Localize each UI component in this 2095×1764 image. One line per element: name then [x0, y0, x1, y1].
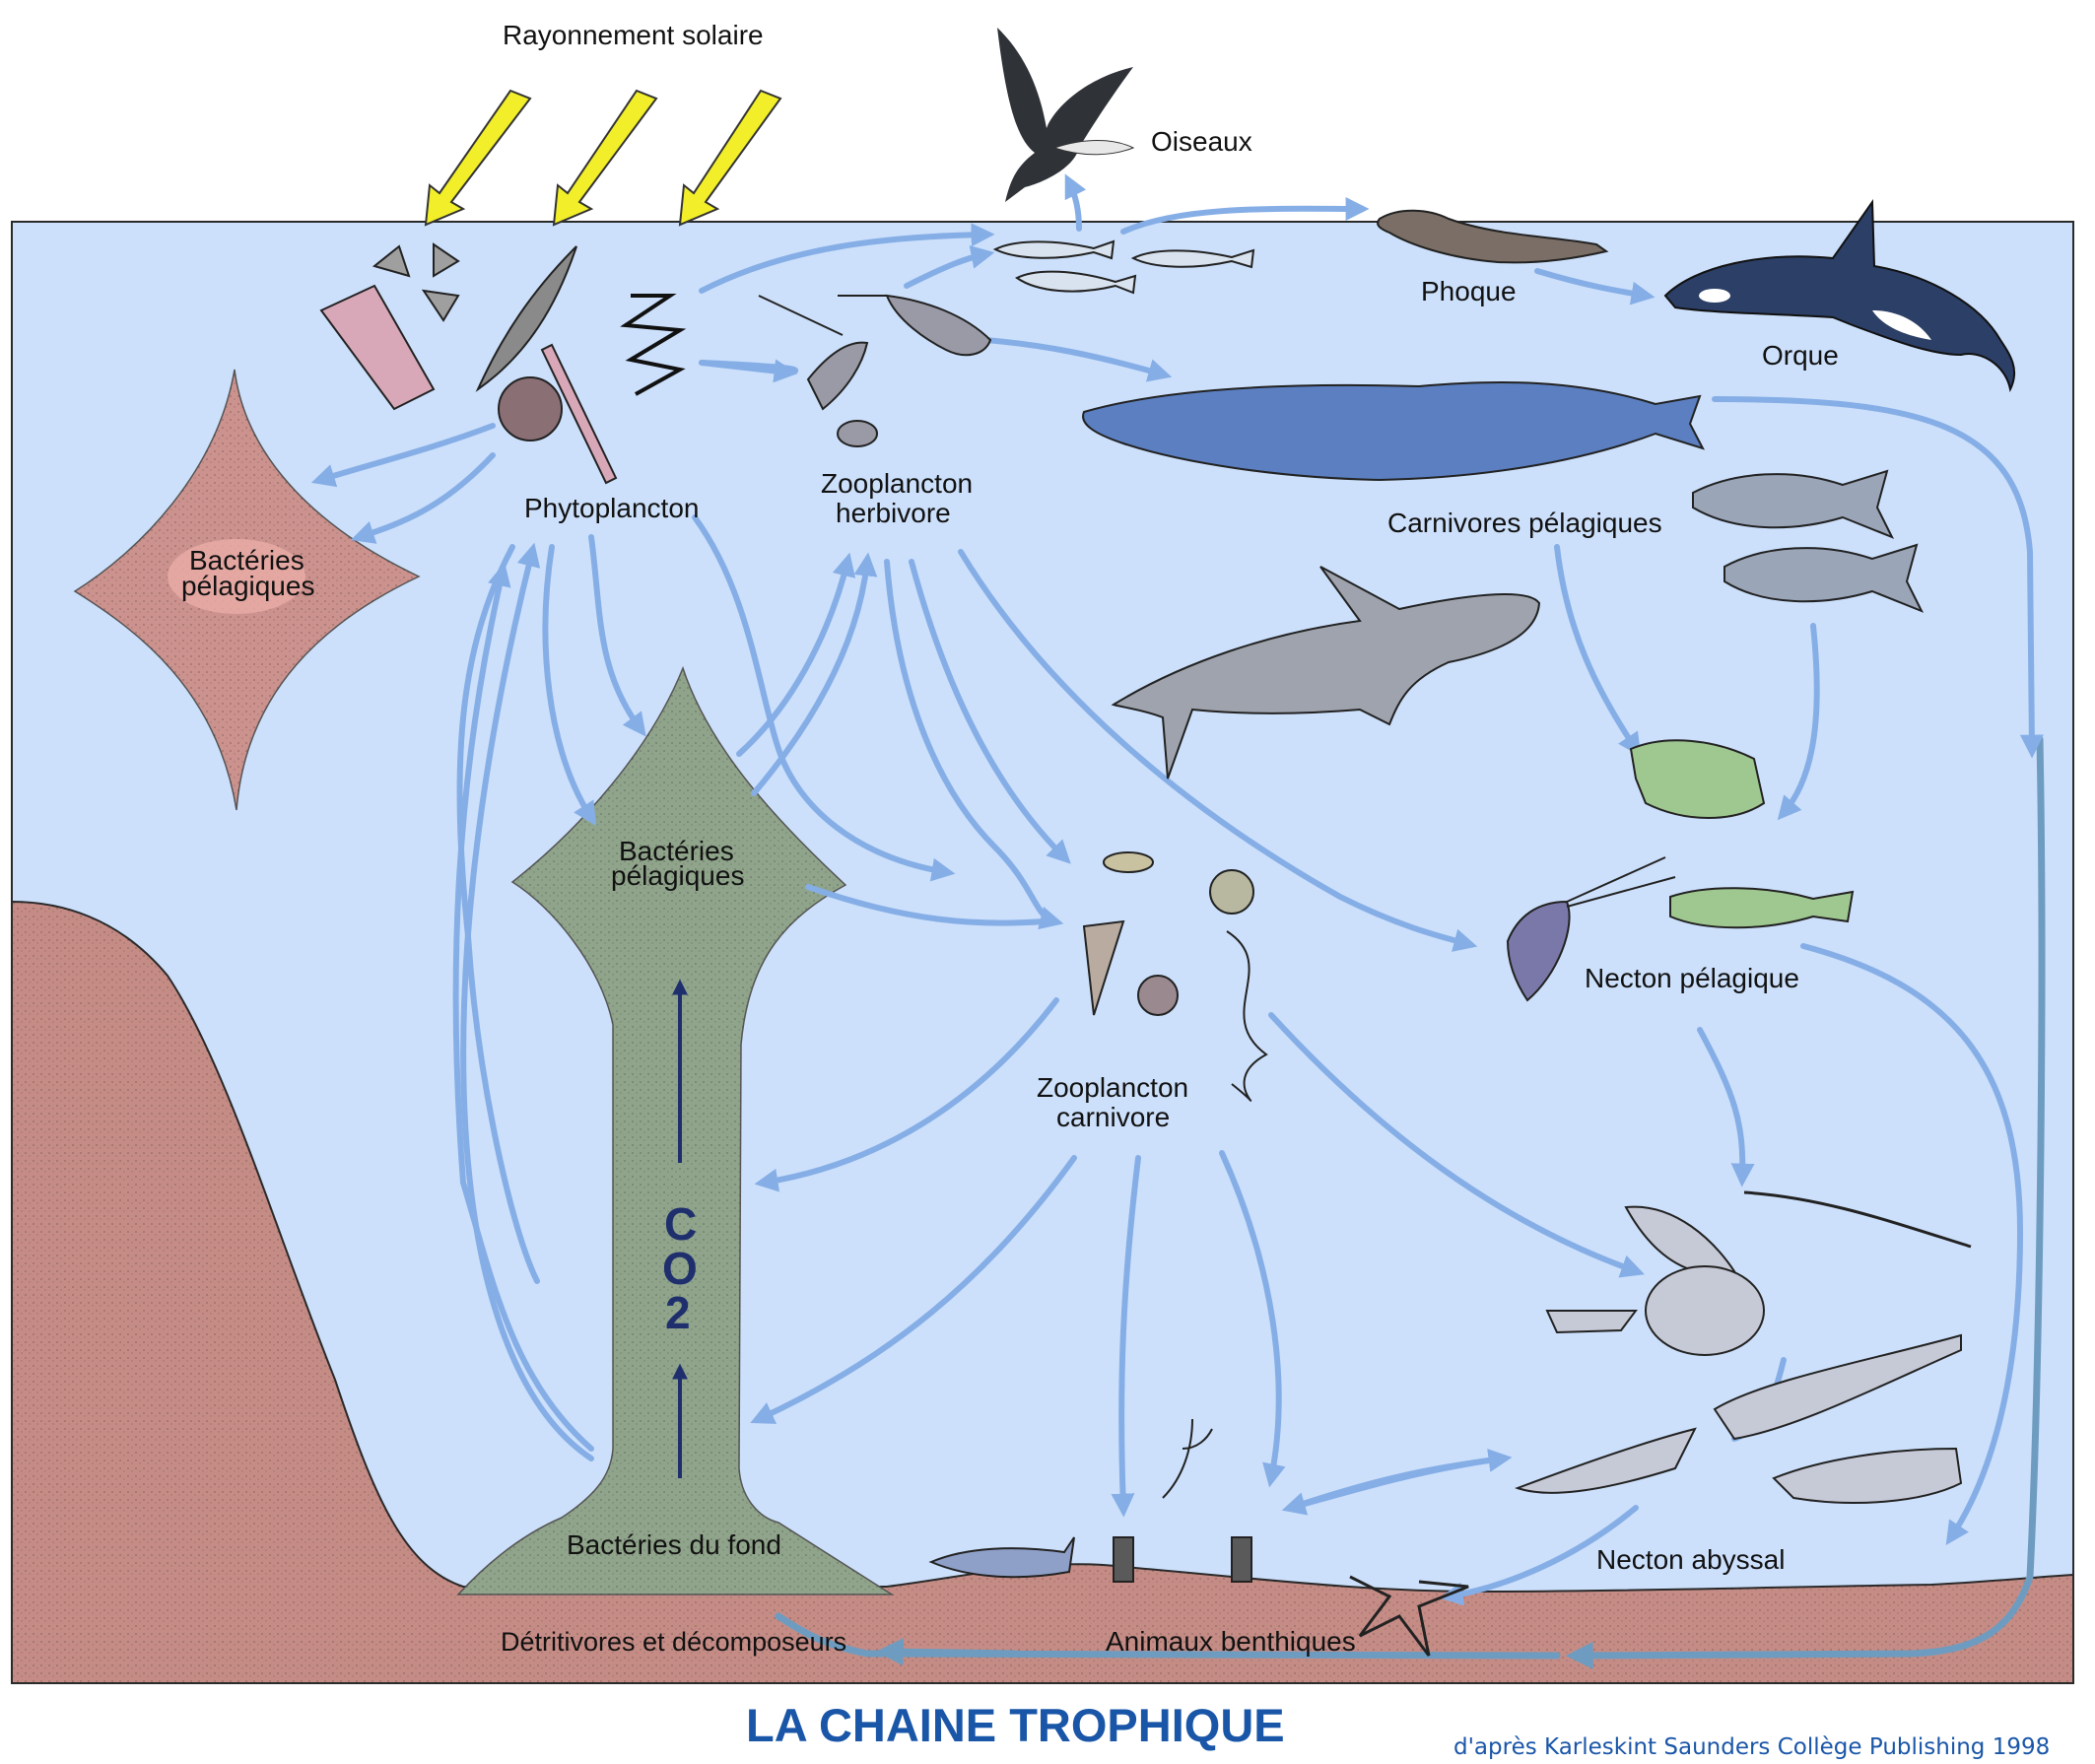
- label-zooplankton-carnivore-1: Zooplancton: [1037, 1072, 1188, 1103]
- label-co2-c: C: [664, 1198, 697, 1250]
- label-bacteria-left-2: pélagiques: [181, 571, 314, 601]
- label-seal: Phoque: [1421, 276, 1517, 306]
- label-solar-radiation: Rayonnement solaire: [503, 20, 764, 50]
- label-benthic-animals: Animaux benthiques: [1106, 1626, 1356, 1657]
- diagram-credit: d'après Karleskint Saunders Collège Publ…: [1453, 1734, 2050, 1760]
- shark-icon: [1111, 566, 1541, 780]
- label-bacteria-mid-1: Bactéries: [619, 836, 734, 866]
- label-phytoplankton: Phytoplancton: [524, 493, 699, 523]
- label-zooplankton-herbivore-1: Zooplancton: [821, 468, 973, 499]
- zooplankton-carnivore-icon: [1082, 851, 1268, 1102]
- label-bottom-bacteria: Bactéries du fond: [567, 1529, 781, 1560]
- label-co2-2: 2: [665, 1287, 691, 1338]
- label-abyssal-necton: Necton abyssal: [1596, 1544, 1785, 1575]
- bottom-flow-main: [775, 1612, 1561, 1660]
- label-bacteria-mid-2: pélagiques: [611, 860, 744, 891]
- bottom-flow-left: [875, 1638, 1019, 1666]
- bottom-return-flow: [1565, 735, 2046, 1669]
- solar-arrows: [424, 89, 782, 227]
- blue-whale-icon: [1082, 381, 1705, 482]
- label-zooplankton-herbivore-2: herbivore: [836, 498, 951, 528]
- seal-icon: [1377, 209, 1609, 264]
- bird-icon: [997, 28, 1135, 202]
- label-zooplankton-carnivore-2: carnivore: [1056, 1102, 1170, 1132]
- label-pelagic-necton: Necton pélagique: [1585, 963, 1799, 993]
- green-fish-icon: [1629, 739, 1766, 819]
- small-fish-school-icon: [992, 239, 1255, 295]
- label-detritivores: Détritivores et décomposeurs: [501, 1627, 846, 1657]
- diagram-title: LA CHAINE TROPHIQUE: [746, 1699, 1285, 1751]
- pelagic-carnivores-icon: [1692, 469, 1925, 613]
- orca-icon: [1663, 198, 2016, 393]
- label-co2-o: O: [662, 1243, 698, 1294]
- label-pelagic-carnivores: Carnivores pélagiques: [1387, 508, 1662, 538]
- label-birds: Oiseaux: [1151, 126, 1252, 157]
- abyssal-necton-icon: [1515, 1190, 1972, 1504]
- benthic-animals-icon: [928, 1418, 1469, 1657]
- food-chain-flows: [310, 173, 2044, 1606]
- label-orca: Orque: [1762, 340, 1839, 371]
- zooplankton-herbivore-icon: [758, 294, 992, 447]
- label-bacteria-left-1: Bactéries: [189, 545, 304, 576]
- phytoplankton-icon: [319, 242, 687, 485]
- seabed-texture: [12, 902, 2073, 1683]
- pelagic-necton-icon: [1506, 856, 1855, 1002]
